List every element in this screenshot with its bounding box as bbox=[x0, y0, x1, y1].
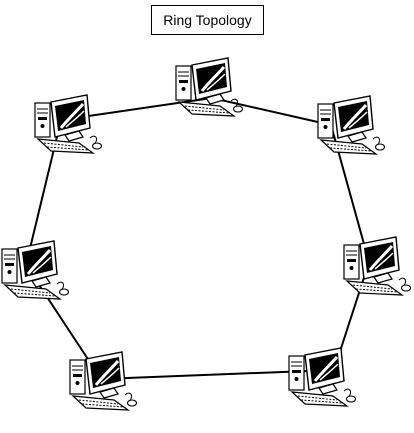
desktop-computer-icon bbox=[33, 93, 103, 155]
desktop-computer-icon bbox=[174, 56, 244, 118]
ring-link bbox=[211, 97, 332, 126]
diagram-title: Ring Topology bbox=[151, 5, 264, 35]
desktop-computer-icon bbox=[68, 350, 138, 412]
desktop-computer-icon bbox=[287, 346, 357, 408]
desktop-computer-icon bbox=[0, 239, 70, 301]
desktop-computer-icon bbox=[342, 235, 412, 297]
desktop-computer-icon bbox=[316, 94, 386, 156]
